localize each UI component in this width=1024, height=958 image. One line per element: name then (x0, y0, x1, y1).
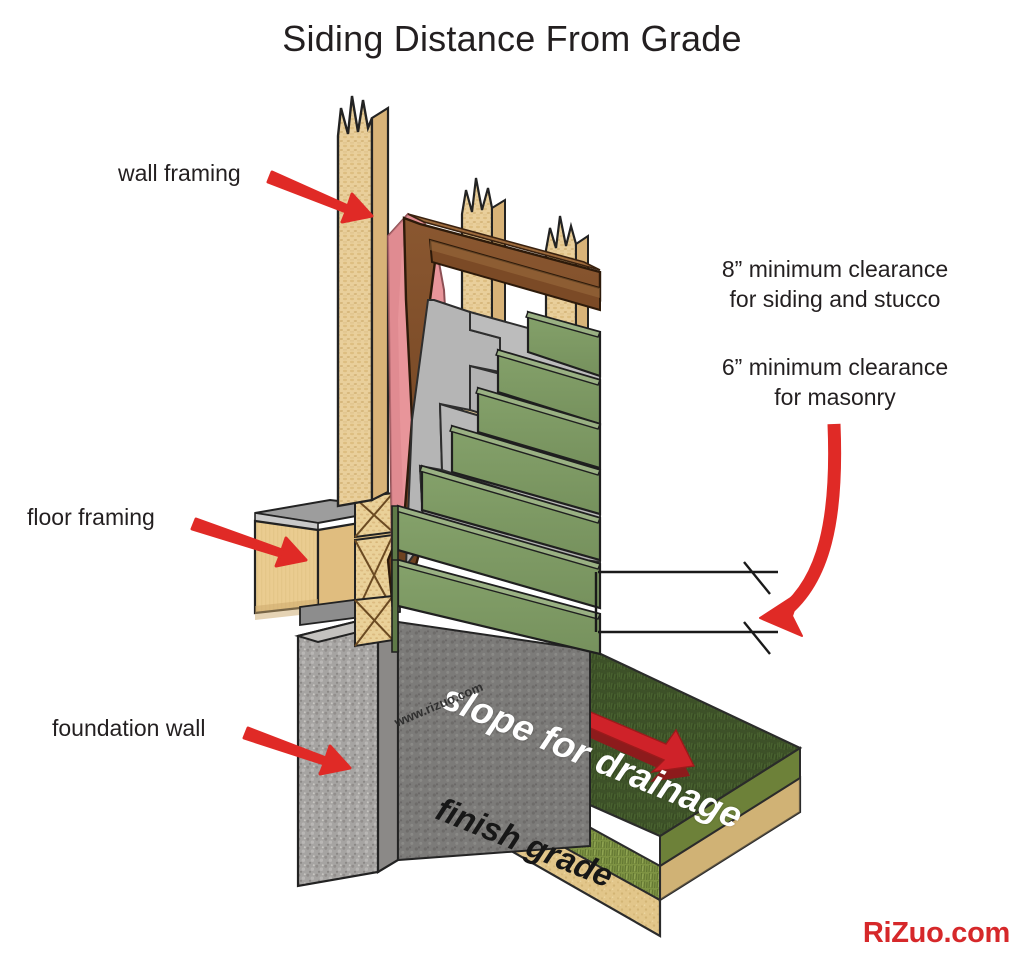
arrow-foundation-wall (242, 726, 352, 776)
cut-lumber-sections (354, 491, 394, 648)
note-clearance-masonry-line2: for masonry (774, 384, 896, 411)
note-clearance-masonry-line1: 6” minimum clearance (721, 354, 949, 380)
note-clearance-siding: 8” minimum clearance for siding and stuc… (670, 254, 1000, 315)
label-foundation-wall: foundation wall (52, 715, 206, 741)
note-clearance-siding-line2: for siding and stucco (729, 286, 941, 313)
arrow-floor-framing (190, 517, 308, 568)
label-wall-framing: wall framing (118, 160, 241, 186)
page-title: Siding Distance From Grade (282, 18, 742, 59)
brand-logo[interactable]: RiZuo.com (862, 917, 1010, 949)
label-floor-framing: floor framing (27, 504, 155, 530)
lap-siding (391, 310, 602, 656)
arrow-wall-framing (266, 170, 374, 224)
note-clearance-masonry: 6” minimum clearance for masonry (670, 352, 1000, 413)
clearance-dimension-lines (594, 561, 778, 655)
note-clearance-siding-line1: 8” minimum clearance (721, 256, 949, 282)
callout-arrows (190, 170, 842, 776)
arrow-masonry-clearance (759, 423, 842, 637)
foundation-wall (294, 614, 591, 888)
